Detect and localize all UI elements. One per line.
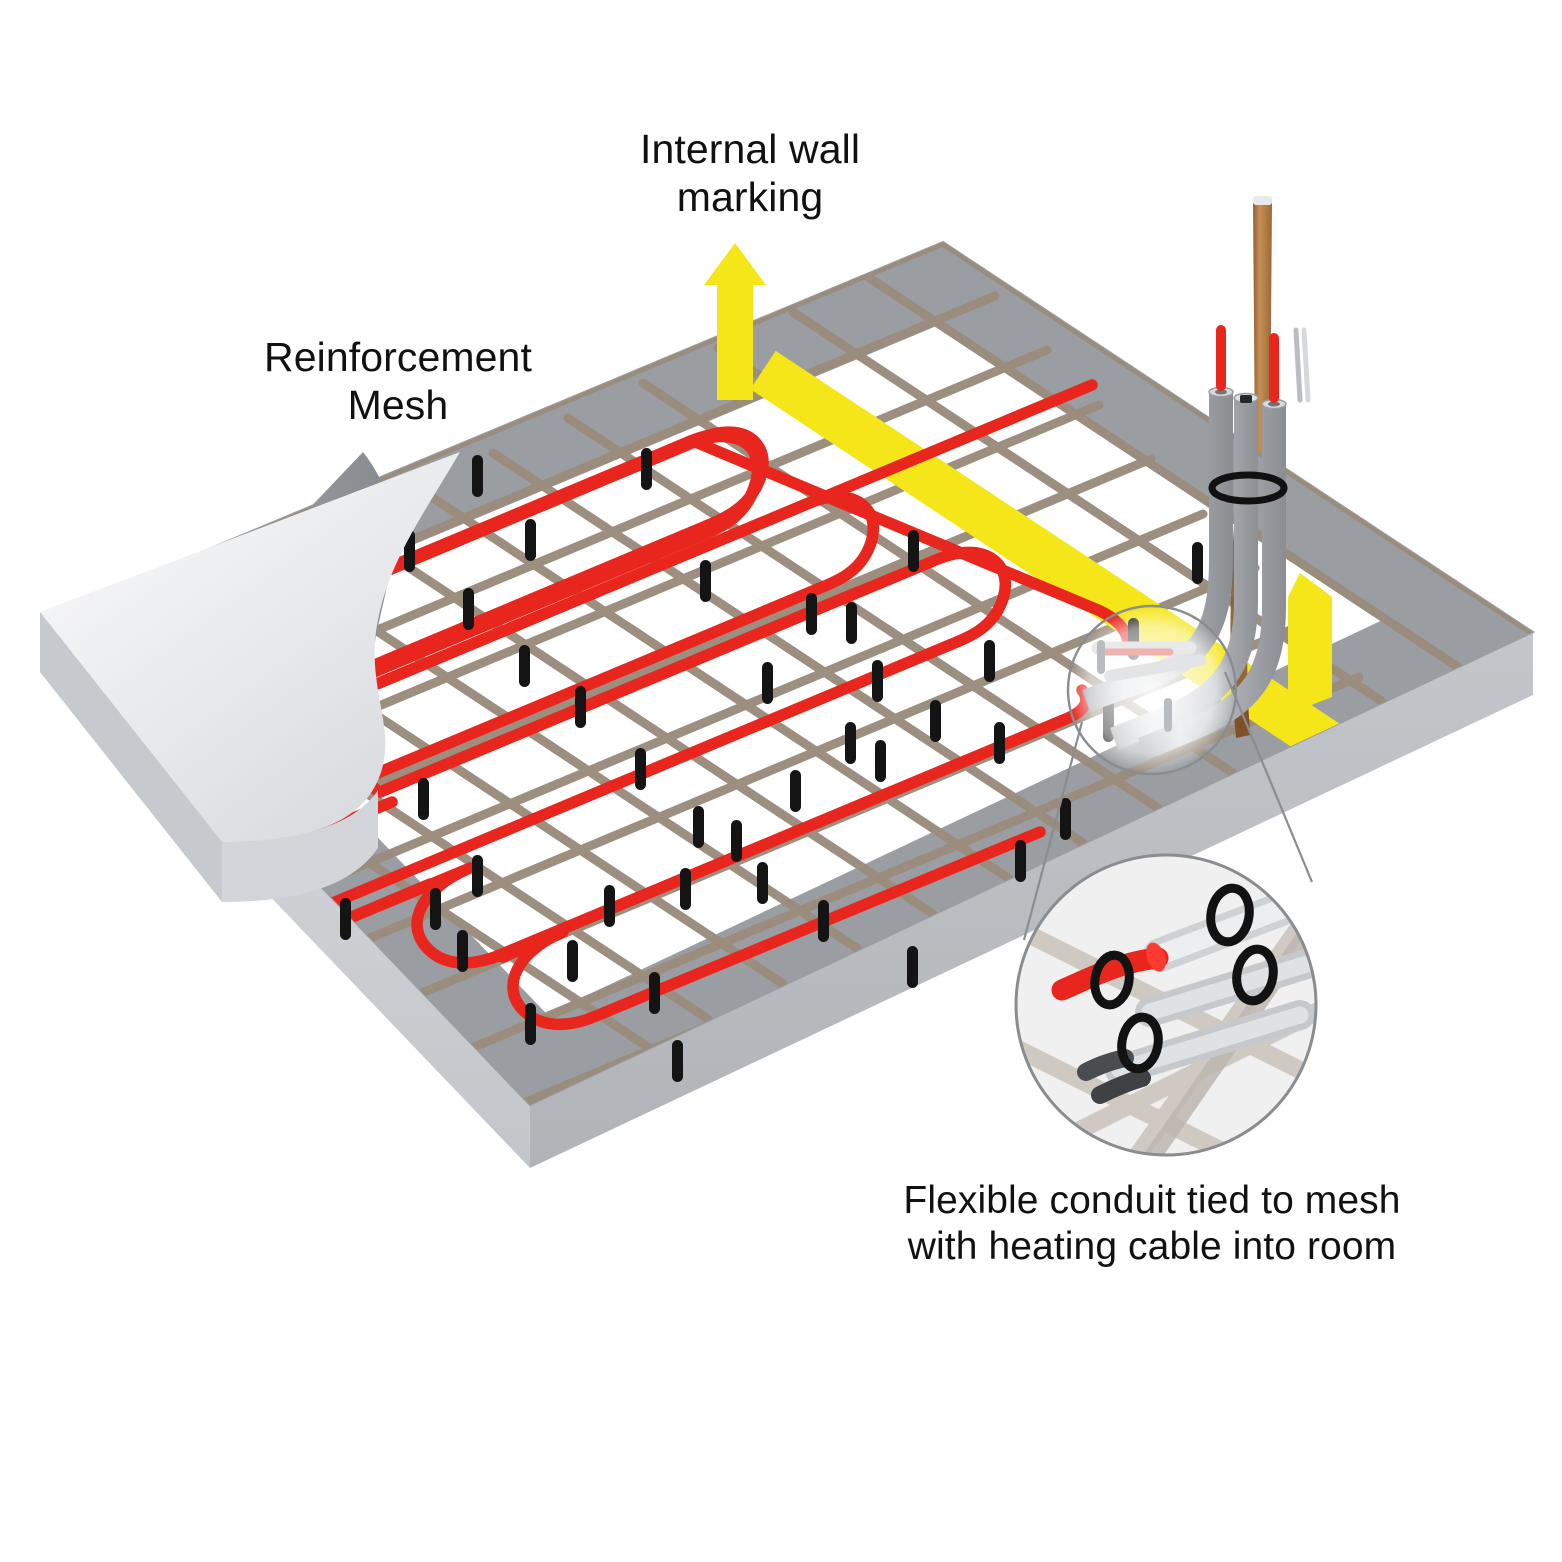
slab-edge-front (530, 632, 1533, 1168)
detail-source-highlight (1066, 604, 1238, 776)
callout-connector (1022, 671, 1314, 941)
wall-marking-arrow (704, 243, 766, 400)
detail-magnifier-circle (1014, 853, 1318, 1157)
label-internal-wall-marking: Internal wall marking (639, 126, 861, 221)
peeled-cutaway-corner (40, 452, 460, 902)
wall-marking-marker-right (1288, 573, 1332, 714)
label-flexible-conduit: Flexible conduit tied to mesh with heati… (903, 1179, 1401, 1269)
label-reinforcement-mesh: Reinforcement Mesh (264, 334, 532, 429)
black-tie-ring (1208, 471, 1288, 505)
